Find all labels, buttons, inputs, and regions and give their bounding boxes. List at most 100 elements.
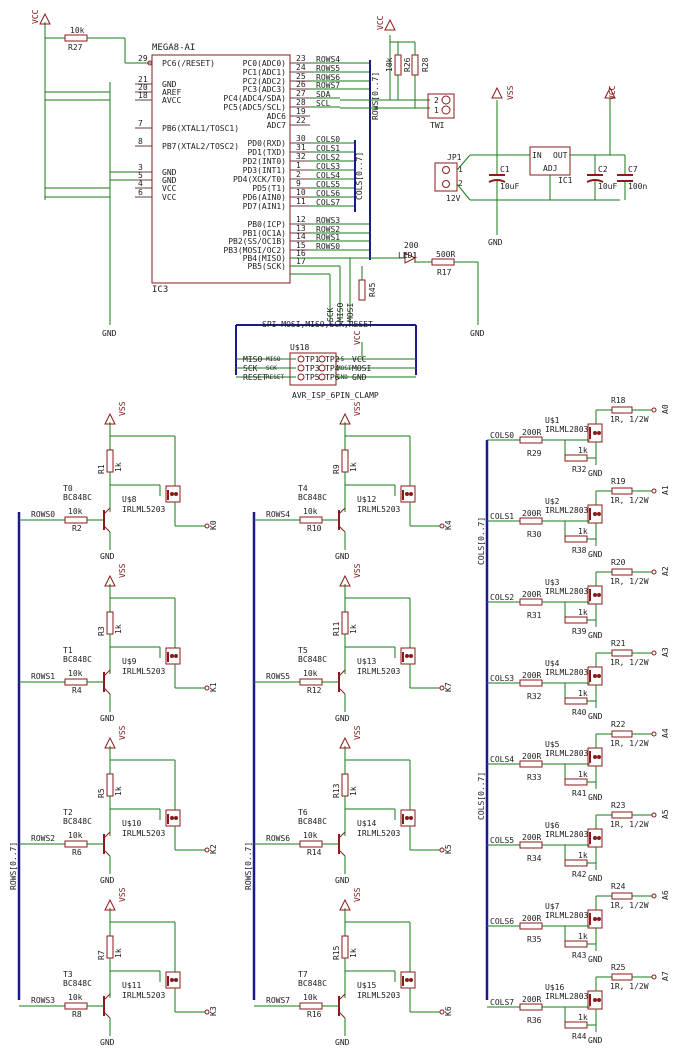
transistor-ref: T0: [63, 484, 73, 493]
base-resistor-value: 10k: [303, 507, 318, 516]
twi-header: VCC 10k R26 R28 2 1 TWI: [340, 15, 455, 130]
isp-left-pad-label: TP1: [305, 355, 320, 364]
mosfet-node: [593, 998, 597, 1002]
mosfet-node: [597, 998, 601, 1002]
n-mosfet-symbol: [587, 423, 603, 443]
pullup-resistor: [341, 449, 349, 473]
sense-resistor-ref: R22: [611, 720, 626, 729]
r17-value: 500R: [436, 250, 455, 259]
vss-arrow: [104, 412, 116, 425]
p-mosfet-symbol: [400, 971, 416, 989]
k-output-label: K1: [209, 682, 218, 692]
gate-resistor-ref: R30: [527, 530, 542, 539]
mcu-right-pin-number: 27: [296, 89, 306, 98]
p-mosfet-symbol: [165, 971, 181, 989]
rows-bus-left: ROWS[0..7]: [9, 512, 21, 1000]
isp-name: AVR_ISP_6PIN_CLAMP: [292, 391, 379, 400]
twi-pad-2: [441, 95, 451, 105]
sense-resistor: [611, 487, 633, 495]
pullup-ref: R15: [332, 945, 341, 960]
ic1-adj: ADJ: [543, 164, 557, 173]
mcu-pin-net-label: COLS1: [316, 144, 340, 153]
mosfet-part: IRLML2803: [545, 587, 589, 596]
mosfet-part: IRLML2803: [545, 506, 589, 515]
vss-label: VSS: [353, 563, 362, 578]
spi-sck-label: SCK: [326, 307, 335, 322]
mcu-left-pins: 29PC6(/RESET)21GND20AREF18AVCC7PB6(XTAL1…: [135, 54, 239, 202]
base-resistor-value: 10k: [68, 669, 83, 678]
mosfet-node: [405, 492, 409, 496]
c1-ref: C1: [500, 165, 510, 174]
mosfet-node: [593, 755, 597, 759]
mcu-right-pins: 23PC0(ADC0)ROWS424PC1(ADC1)ROWS525PC2(AD…: [223, 54, 370, 271]
a-terminal: [651, 569, 657, 575]
mcu-right-pin-number: 28: [296, 98, 306, 107]
gate-resistor: [519, 760, 543, 768]
vss-label: VSS: [353, 887, 362, 902]
a-output-label: A5: [661, 809, 670, 819]
isp-left-pad-label: TP3: [305, 364, 320, 373]
sense-resistor-value: 1R, 1/2W: [610, 496, 649, 505]
ic1-out: OUT: [553, 151, 568, 160]
pullup-ref: R3: [97, 626, 106, 636]
gnd-label: GND: [335, 1038, 350, 1047]
mosfet-node: [593, 431, 597, 435]
isp-body: [289, 352, 337, 386]
vss-arrow: [339, 574, 351, 587]
vss-label: VSS: [353, 401, 362, 416]
mosfet-part: IRLML5203: [122, 829, 166, 838]
row-net-label: ROWS2: [31, 834, 55, 843]
mcu-right-pin-number: 19: [296, 107, 306, 116]
pulldown-resistor: [564, 616, 588, 624]
mosfet-node: [597, 512, 601, 516]
a-terminal: [651, 812, 657, 818]
n-mosfet-symbol: [587, 747, 603, 767]
mcu-right-pin-number: 26: [296, 80, 306, 89]
mosfet-node: [405, 816, 409, 820]
mcu-left-pin-number: 3: [138, 163, 143, 172]
a-terminal: [651, 893, 657, 899]
gnd-label: GND: [335, 714, 350, 723]
k-terminal: [439, 1009, 445, 1015]
vss-arrow: [339, 736, 351, 749]
rows-bus-label-left: ROWS[0..7]: [9, 842, 18, 890]
gate-resistor-ref: R29: [527, 449, 542, 458]
microcontroller-ic3: MEGA8-AI IC3: [151, 43, 291, 295]
pullup-ref: R11: [332, 621, 341, 636]
vss-label: VSS: [118, 887, 127, 902]
isp-left-pad-label: TP5: [305, 373, 320, 382]
pulldown-resistor: [564, 940, 588, 948]
r28-ref: R28: [421, 57, 430, 72]
mosfet-node: [170, 654, 174, 658]
isp-pins: MISOMISOTP1TP2+5VCCSCKSCKTP3TP4MOSIMOSIR…: [236, 355, 416, 382]
transistor-part: BC848C: [63, 817, 92, 826]
mcu-left-pin-number: 29: [138, 54, 148, 63]
pullup-resistor: [341, 935, 349, 959]
mosfet-node: [597, 674, 601, 678]
gnd-label: GND: [588, 712, 603, 721]
mosfet-node: [593, 593, 597, 597]
pulldown-ref: R42: [572, 870, 587, 879]
n-mosfet-symbol: [587, 585, 603, 605]
mcu-left-pin-number: 7: [138, 119, 143, 128]
gate-resistor-value: 200R: [522, 752, 541, 761]
cols-bus-label-top: COLS[0..7]: [477, 517, 486, 565]
mosfet-ref: U$3: [545, 578, 560, 587]
base-resistor-ref: R4: [72, 686, 82, 695]
mosfet-node: [597, 917, 601, 921]
p-mosfet-symbol: [400, 647, 416, 665]
pulldown-value: 1k: [578, 527, 588, 536]
gate-resistor: [519, 598, 543, 606]
mcu-left-pin-label: PB7(XTAL2/TOSC2): [162, 142, 239, 151]
base-resistor-ref: R10: [307, 524, 322, 533]
base-resistor-value: 10k: [68, 993, 83, 1002]
mosfet-node: [170, 492, 174, 496]
k-output-label: K6: [444, 1006, 453, 1016]
mosfet-node: [597, 755, 601, 759]
ic1-ref: IC1: [558, 176, 573, 185]
transistor-ref: T5: [298, 646, 308, 655]
sense-resistor-ref: R19: [611, 477, 626, 486]
